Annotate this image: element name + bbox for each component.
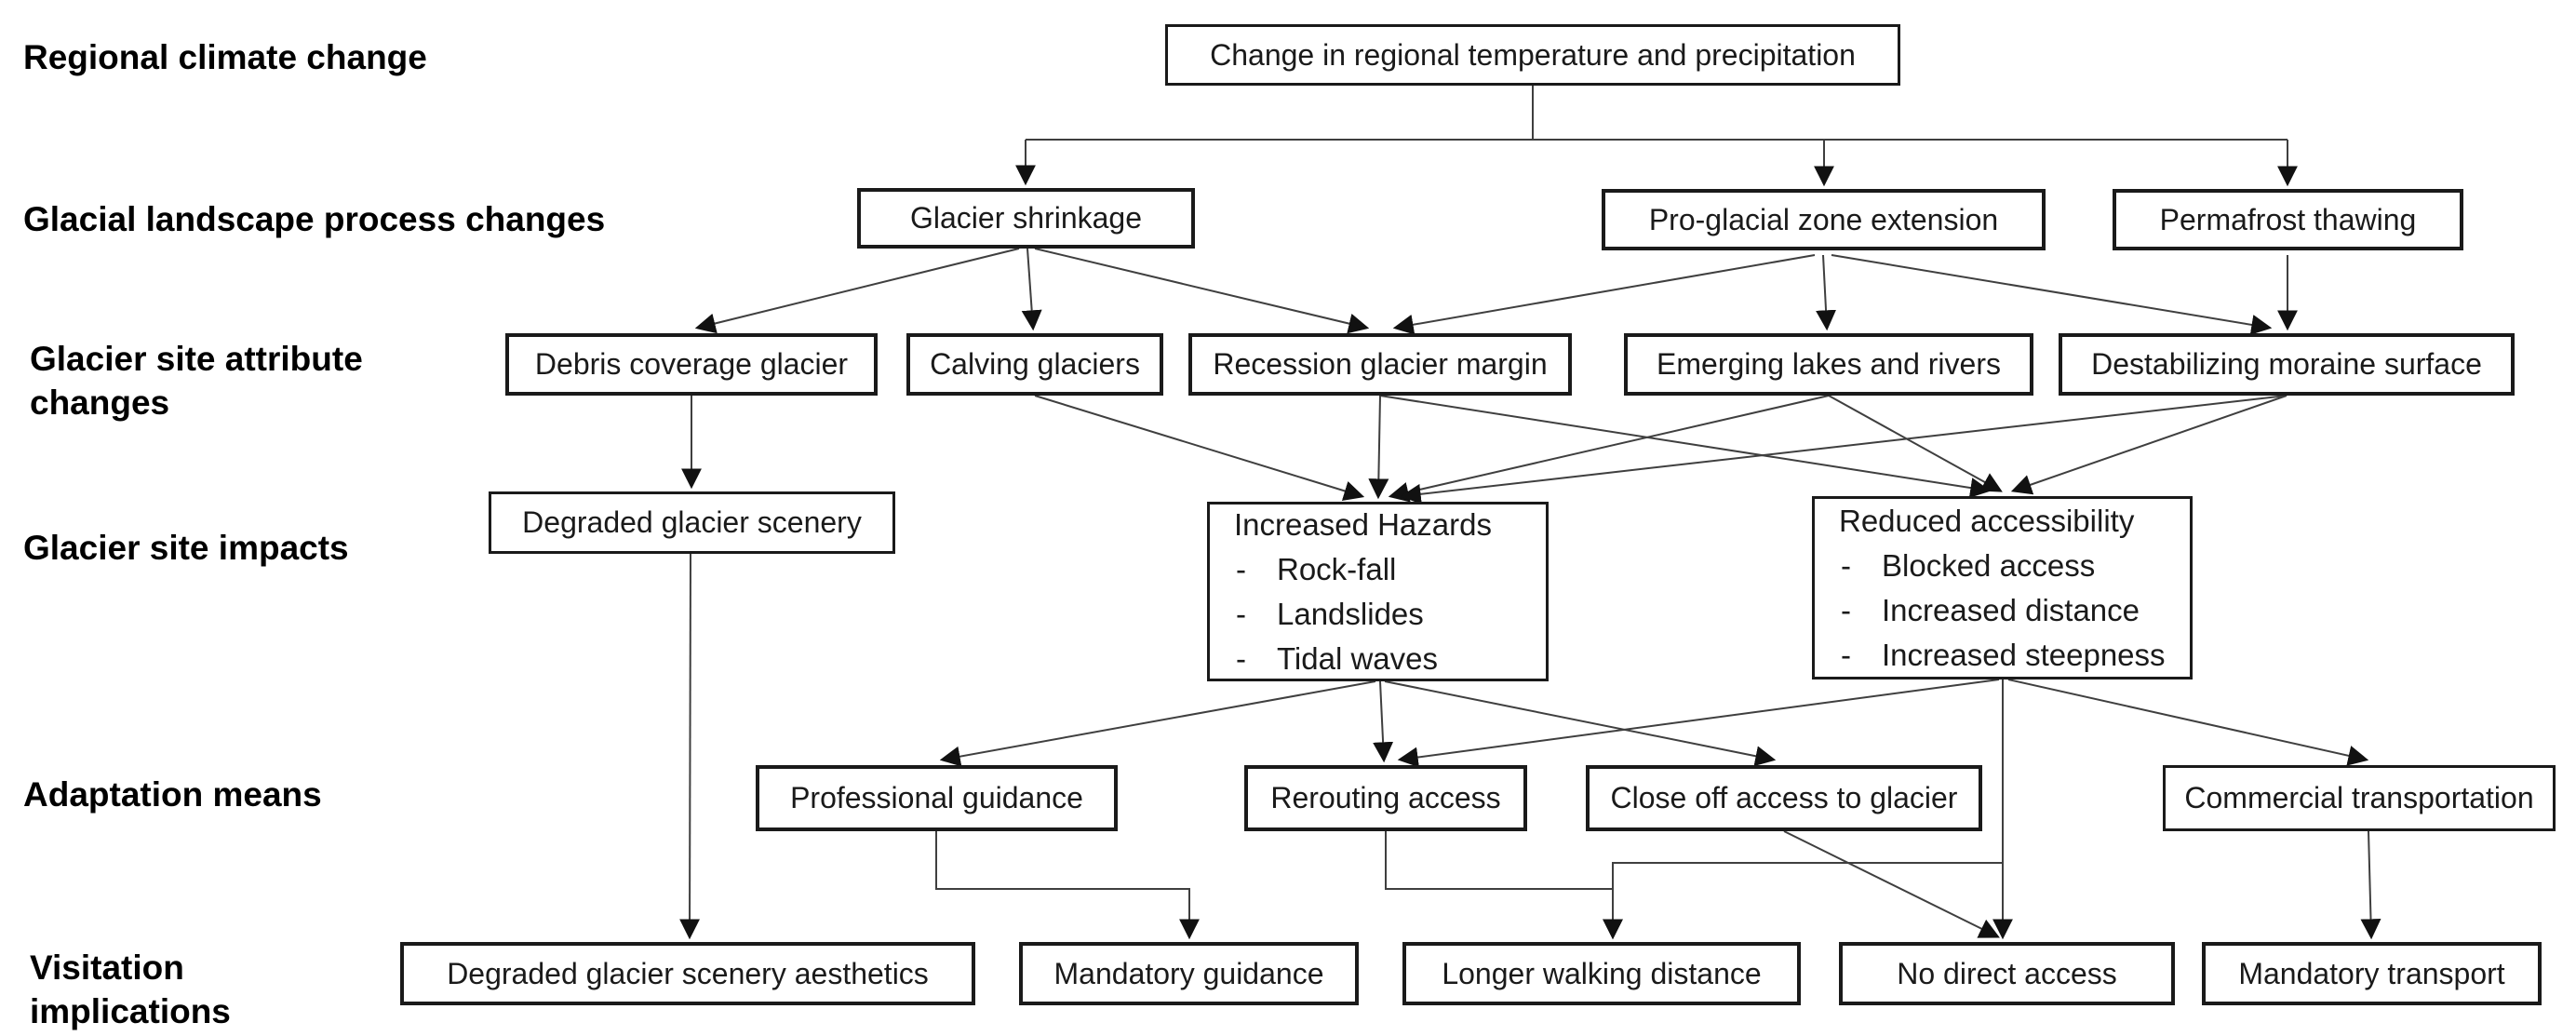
node-degraded-glacier-scenery-aesthetics: Degraded glacier scenery aesthetics (400, 942, 975, 1005)
node-calving-glaciers: Calving glaciers (906, 333, 1163, 396)
row-label-adaptation-means: Adaptation means (23, 775, 322, 814)
increased-hazards-item-label: Rock-fall (1277, 551, 1397, 586)
node-permafrost-thawing: Permafrost thawing (2113, 189, 2463, 250)
node-recession-glacier-margin: Recession glacier margin (1188, 333, 1572, 396)
node-increased-hazards: Increased Hazards - Rock-fall - Landslid… (1207, 502, 1549, 681)
increased-hazards-item: - Rock-fall (1210, 547, 1546, 592)
bullet-dash: - (1841, 547, 1851, 583)
reduced-accessibility-item: - Increased steepness (1815, 633, 2190, 678)
node-mandatory-guidance: Mandatory guidance (1019, 942, 1359, 1005)
row-label-visitation-implications: Visitation implications (30, 949, 231, 1030)
node-reduced-accessibility: Reduced accessibility - Blocked access -… (1812, 496, 2193, 679)
node-pro-glacial-zone-extension: Pro-glacial zone extension (1602, 189, 2046, 250)
increased-hazards-title: Increased Hazards (1234, 506, 1492, 542)
node-close-off-access-to-glacier: Close off access to glacier (1586, 765, 1982, 831)
increased-hazards-item: - Tidal waves (1210, 637, 1546, 681)
node-destabilizing-moraine-surface: Destabilizing moraine surface (2059, 333, 2515, 396)
node-change-in-regional-temperature-and-precipitation: Change in regional temperature and preci… (1165, 24, 1900, 86)
node-professional-guidance: Professional guidance (756, 765, 1118, 831)
bullet-dash: - (1236, 551, 1246, 586)
node-glacier-shrinkage: Glacier shrinkage (857, 188, 1195, 249)
node-commercial-transportation: Commercial transportation (2163, 765, 2556, 831)
node-degraded-glacier-scenery: Degraded glacier scenery (489, 491, 895, 554)
reduced-accessibility-item-label: Increased distance (1882, 592, 2140, 627)
increased-hazards-item-label: Tidal waves (1277, 640, 1439, 676)
row-label-glacier-site-attribute-changes: Glacier site attribute changes (30, 340, 363, 422)
reduced-accessibility-item-label: Blocked access (1882, 547, 2096, 583)
bullet-dash: - (1841, 637, 1851, 672)
row-label-glacier-site-impacts: Glacier site impacts (23, 529, 349, 567)
node-rerouting-access: Rerouting access (1244, 765, 1527, 831)
reduced-accessibility-item: - Increased distance (1815, 588, 2190, 633)
reduced-accessibility-item-label: Increased steepness (1882, 637, 2166, 672)
node-emerging-lakes-and-rivers: Emerging lakes and rivers (1624, 333, 2033, 396)
reduced-accessibility-item: - Blocked access (1815, 544, 2190, 588)
bullet-dash: - (1236, 640, 1246, 676)
row-label-regional-climate-change: Regional climate change (23, 38, 427, 76)
node-no-direct-access: No direct access (1839, 942, 2175, 1005)
node-mandatory-transport: Mandatory transport (2202, 942, 2542, 1005)
row-label-glacial-landscape-process-changes: Glacial landscape process changes (23, 200, 606, 238)
increased-hazards-item-label: Landslides (1277, 596, 1424, 631)
node-debris-coverage-glacier: Debris coverage glacier (505, 333, 878, 396)
node-longer-walking-distance: Longer walking distance (1402, 942, 1801, 1005)
bullet-dash: - (1236, 596, 1246, 631)
reduced-accessibility-title: Reduced accessibility (1839, 503, 2135, 538)
increased-hazards-item: - Landslides (1210, 592, 1546, 637)
bullet-dash: - (1841, 592, 1851, 627)
